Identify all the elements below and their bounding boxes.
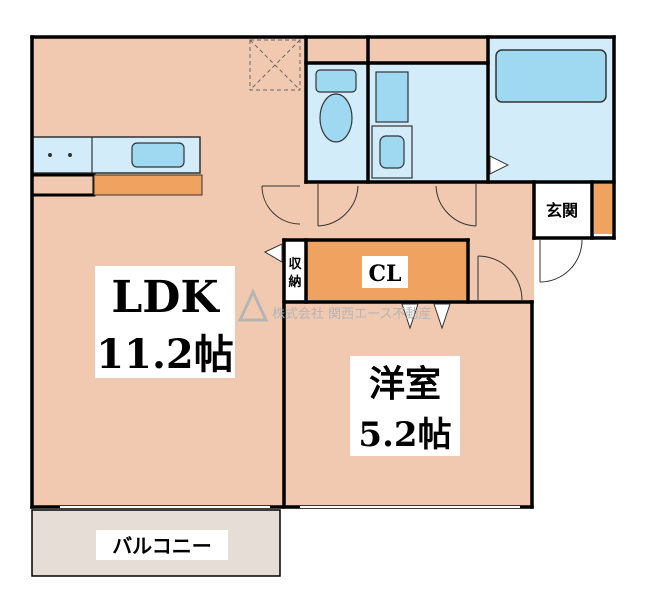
closet-label: CL	[369, 261, 402, 287]
kitchen-low-cabinet	[30, 173, 96, 197]
watermark-text: 株式会社 関西エース不動産	[272, 306, 431, 322]
entrance-floor	[534, 182, 584, 238]
bathtub	[495, 49, 607, 103]
storage-fill	[284, 240, 306, 300]
stove-burner	[68, 153, 72, 157]
closet-label-box	[362, 256, 408, 288]
balcony-outline	[31, 509, 281, 577]
entrance-shoe-cabinet	[594, 184, 612, 234]
ldk-size-label: 11.2帖	[96, 331, 233, 378]
ldk-label: LDK	[111, 272, 220, 323]
door-triangle-icon	[263, 243, 283, 263]
stove-burner	[48, 153, 52, 157]
washroom-shelf	[375, 71, 409, 123]
walls	[30, 35, 616, 509]
storage-label-line1: 収	[288, 257, 302, 272]
western-label: 洋室	[369, 363, 441, 405]
company-logo-icon	[237, 288, 269, 322]
western-size-label: 5.2帖	[358, 415, 451, 455]
fridge-space-diagonal	[249, 39, 301, 91]
kitchen-sink	[131, 142, 185, 168]
toilet-tank	[315, 69, 357, 93]
entrance-label: 玄関	[546, 201, 578, 220]
balcony-label-box	[96, 530, 228, 560]
kitchen-area-floor	[240, 37, 306, 182]
washbasin	[379, 135, 405, 169]
door-swings	[261, 184, 583, 301]
fridge-space	[249, 39, 301, 91]
western-label-box	[350, 356, 460, 456]
toilet-bowl	[319, 93, 353, 143]
upper-strip-floor	[306, 37, 488, 65]
kitchen-cabinet	[93, 174, 203, 196]
door-triangle-icon	[489, 155, 510, 175]
door-triangle-icon	[401, 303, 419, 330]
ldk-label-box	[95, 266, 235, 378]
storage-label-line2: 納	[288, 274, 301, 290]
door-triangle-icon	[433, 303, 451, 330]
balcony-label: バルコニー	[112, 534, 212, 558]
